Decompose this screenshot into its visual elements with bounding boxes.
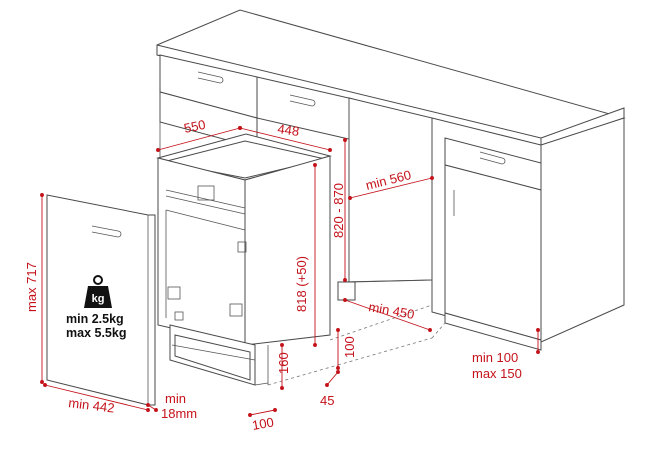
label-depth: 550 — [183, 117, 207, 136]
floor-guides — [267, 304, 446, 386]
dim-line-plinth-offset — [325, 370, 340, 387]
label-width: 448 — [277, 121, 301, 139]
dim-line-width — [238, 126, 332, 152]
label-panel-width: min 442 — [68, 395, 116, 416]
label-appliance-height: 818 (+50) — [294, 256, 309, 312]
label-leg-height-2: max 150 — [472, 366, 522, 381]
dim-line-cabinet-depth — [348, 176, 434, 200]
weight-min-label: min 2.5kg — [66, 312, 124, 326]
weight-max-label: max 5.5kg — [66, 326, 126, 340]
mount-bracket-1 — [167, 286, 181, 300]
label-panel-thickness-1: min — [165, 391, 186, 406]
label-plinth-depth: min 450 — [367, 299, 415, 322]
dim-line-panel-width — [43, 383, 150, 412]
label-plinth-height-2: 160 — [276, 352, 291, 374]
drawer-handle-2 — [289, 94, 316, 107]
label-foot-depth: 100 — [251, 414, 275, 433]
dimension-lines — [40, 126, 540, 417]
right-cabinet — [337, 97, 625, 351]
dim-line-plinth-depth — [343, 298, 432, 332]
drawer-handle-1 — [197, 71, 224, 84]
label-niche-height: 820 - 870 — [331, 183, 346, 238]
label-plinth-height-1: 100 — [342, 336, 357, 358]
panel-handle — [91, 225, 122, 238]
weight-icon-text: kg — [92, 293, 105, 305]
dim-line-panel-thickness — [146, 403, 158, 412]
label-plinth-offset: 45 — [320, 393, 334, 408]
label-panel-height: max 717 — [24, 262, 39, 312]
weight-icon: kg — [84, 275, 112, 308]
dim-line-depth — [156, 126, 242, 152]
label-panel-thickness-2: 18mm — [161, 406, 197, 421]
control-unit — [197, 185, 215, 201]
mount-bracket-2 — [229, 303, 243, 317]
drawer-handle-3 — [479, 151, 506, 165]
label-leg-height-1: min 100 — [472, 350, 518, 365]
dim-line-foot-depth — [248, 408, 277, 417]
